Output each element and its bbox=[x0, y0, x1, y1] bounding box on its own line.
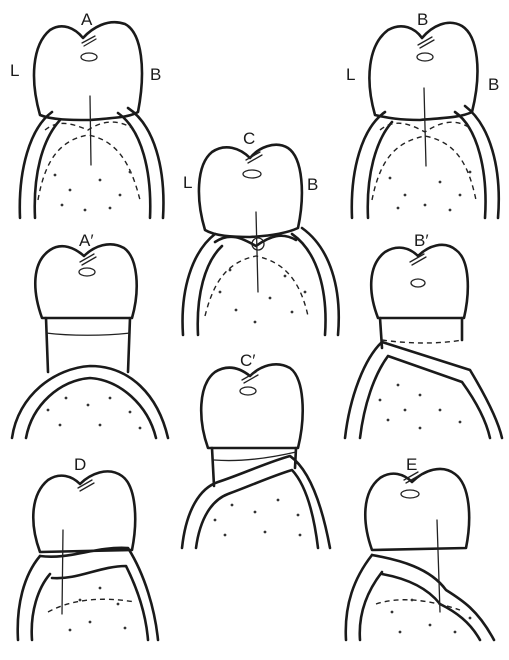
figure-label-A-prime: A′ bbox=[79, 231, 94, 250]
tooth-crown bbox=[371, 245, 468, 318]
bone-stipple bbox=[69, 587, 127, 632]
probe bbox=[424, 88, 426, 166]
gingiva-lines bbox=[18, 548, 158, 640]
gingiva-lines bbox=[345, 342, 502, 438]
figure-label-C: C bbox=[243, 129, 255, 148]
bone-stipple bbox=[219, 269, 307, 324]
tooth-crown bbox=[365, 469, 469, 550]
side-label-lingual: L bbox=[10, 61, 19, 80]
panel-C: C L B bbox=[183, 129, 339, 335]
panel-E: E bbox=[346, 455, 494, 640]
figure-label-C-prime: C′ bbox=[240, 351, 255, 370]
figure-label-D: D bbox=[74, 455, 86, 474]
tooth-crown bbox=[369, 23, 477, 120]
probe bbox=[62, 530, 63, 614]
tooth-root bbox=[380, 318, 462, 348]
gingiva-lines bbox=[12, 366, 168, 438]
tooth-crown bbox=[199, 145, 302, 237]
panel-C-prime: C′ bbox=[182, 351, 330, 548]
side-label-buccal: B bbox=[307, 175, 318, 194]
side-label-buccal: B bbox=[488, 75, 499, 94]
probe bbox=[437, 520, 440, 612]
panel-D: D bbox=[18, 455, 158, 640]
panel-B-prime: B′ bbox=[345, 231, 502, 438]
bone-stipple bbox=[54, 171, 132, 212]
gingiva-lines bbox=[182, 456, 330, 548]
gingiva-lines bbox=[183, 228, 339, 335]
figure-label-B: B bbox=[417, 10, 428, 29]
tooth-crown bbox=[33, 471, 135, 552]
figure-label-E: E bbox=[406, 455, 417, 474]
gingiva-lines bbox=[346, 555, 494, 640]
side-label-buccal: B bbox=[150, 65, 161, 84]
panel-B: B L B bbox=[346, 10, 499, 218]
tooth-root bbox=[46, 318, 130, 372]
panel-A: A L B bbox=[10, 10, 163, 218]
bone-stipple bbox=[47, 397, 142, 430]
figure-label-A: A bbox=[81, 10, 93, 29]
probe bbox=[256, 212, 258, 292]
tooth-crown bbox=[201, 364, 302, 448]
side-label-lingual: L bbox=[183, 173, 192, 192]
figure-label-B-prime: B′ bbox=[414, 231, 429, 250]
probe bbox=[90, 96, 91, 165]
tooth-crown bbox=[35, 244, 136, 318]
bone-stipple bbox=[379, 384, 462, 430]
panel-A-prime: A′ bbox=[12, 231, 168, 438]
bone-stipple bbox=[389, 171, 472, 212]
bone-stipple bbox=[214, 499, 302, 537]
tooth-crown bbox=[34, 22, 142, 120]
side-label-lingual: L bbox=[346, 65, 355, 84]
